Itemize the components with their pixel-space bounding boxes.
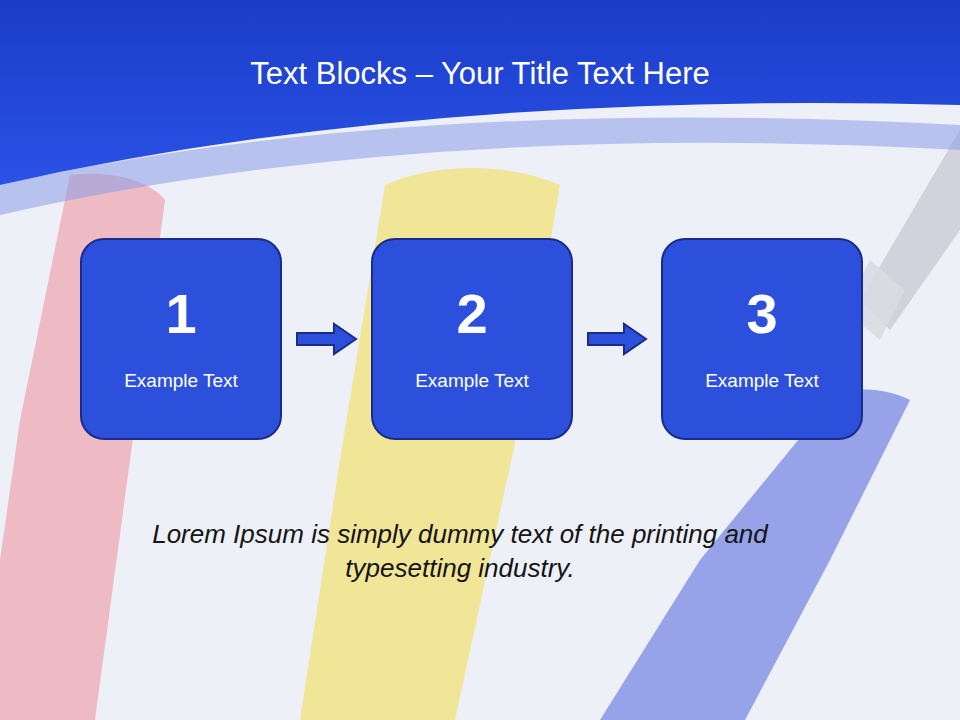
step-label: Example Text [705, 370, 819, 392]
slide-title: Text Blocks – Your Title Text Here [0, 55, 960, 92]
process-box: 2Example Text [371, 238, 573, 440]
step-number: 3 [746, 286, 777, 342]
step-label: Example Text [124, 370, 238, 392]
block-arrow [297, 324, 356, 354]
process-box: 1Example Text [80, 238, 282, 440]
block-arrow [588, 324, 646, 354]
slide-caption: Lorem Ipsum is simply dummy text of the … [90, 518, 830, 586]
step-number: 2 [456, 286, 487, 342]
step-label: Example Text [415, 370, 529, 392]
header-band [0, 0, 960, 185]
step-number: 1 [165, 286, 196, 342]
process-box: 3Example Text [661, 238, 863, 440]
